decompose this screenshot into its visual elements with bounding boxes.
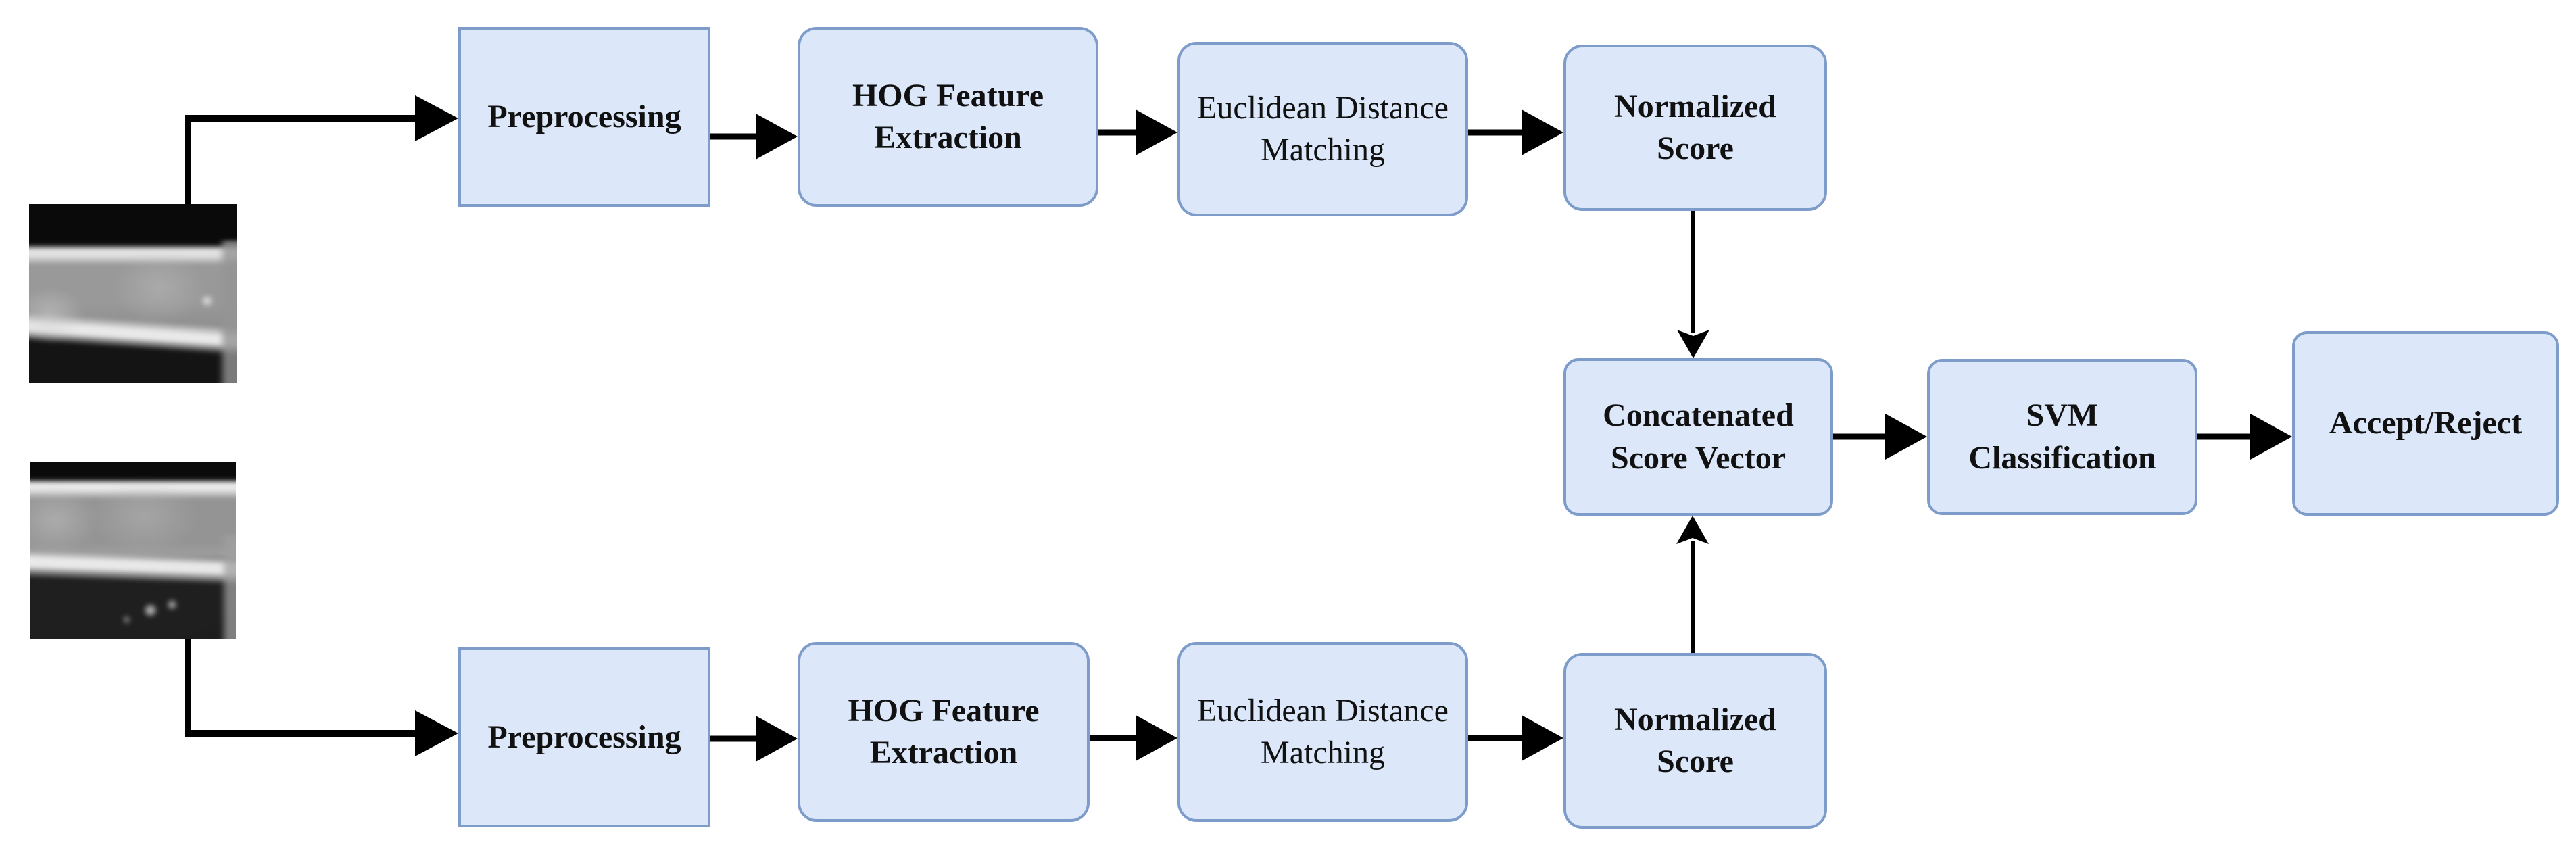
node-label: Concatenated Score Vector <box>1603 397 1794 476</box>
node-label: Preprocessing <box>487 98 681 134</box>
node-label: Preprocessing <box>487 718 681 755</box>
arrow-input-top-to-preprocessing-top <box>185 95 458 204</box>
node-hog-feature-extraction-bottom: HOG Feature Extraction <box>798 642 1090 822</box>
node-hog-feature-extraction-top: HOG Feature Extraction <box>798 27 1098 207</box>
arrow-normalized-bottom-to-concatenated <box>1676 516 1709 653</box>
arrow-preprocessing-top-to-hog-top <box>710 114 798 160</box>
node-svm-classification: SVM Classification <box>1927 359 2197 515</box>
arrow-concatenated-to-svm <box>1833 414 1927 460</box>
node-euclidean-distance-matching-top: Euclidean Distance Matching <box>1177 42 1468 216</box>
node-label: Normalized Score <box>1614 701 1776 779</box>
arrow-euclidean-top-to-normalized-top <box>1468 109 1563 155</box>
arrow-hog-bottom-to-euclidean-bottom <box>1086 715 1177 761</box>
vein-image-input-bottom <box>30 462 236 639</box>
arrow-svm-to-accept-reject <box>2197 414 2292 460</box>
node-normalized-score-bottom: Normalized Score <box>1563 653 1827 829</box>
arrow-normalized-top-to-concatenated <box>1677 211 1709 358</box>
vein-image-input-top <box>29 204 237 383</box>
node-preprocessing-bottom: Preprocessing <box>458 647 710 827</box>
node-label: Accept/Reject <box>2329 405 2523 441</box>
node-normalized-score-top: Normalized Score <box>1563 45 1827 211</box>
arrow-preprocessing-bottom-to-hog-bottom <box>710 716 798 762</box>
node-accept-reject: Accept/Reject <box>2292 331 2559 516</box>
vein-image-bottom-texture <box>30 462 236 639</box>
node-label: Euclidean Distance Matching <box>1197 692 1449 770</box>
arrow-input-bottom-to-preprocessing-bottom <box>185 639 458 756</box>
node-label: HOG Feature Extraction <box>848 692 1040 770</box>
arrow-euclidean-bottom-to-normalized-bottom <box>1468 715 1563 761</box>
node-label: HOG Feature Extraction <box>852 77 1044 155</box>
node-euclidean-distance-matching-bottom: Euclidean Distance Matching <box>1177 642 1468 822</box>
node-label: Euclidean Distance Matching <box>1197 89 1449 168</box>
node-concatenated-score-vector: Concatenated Score Vector <box>1563 358 1833 516</box>
arrow-hog-top-to-euclidean-top <box>1098 109 1177 155</box>
node-label: SVM Classification <box>1968 397 2156 476</box>
node-label: Normalized Score <box>1614 88 1776 166</box>
node-preprocessing-top: Preprocessing <box>458 27 710 207</box>
vein-image-top-texture <box>29 204 237 383</box>
